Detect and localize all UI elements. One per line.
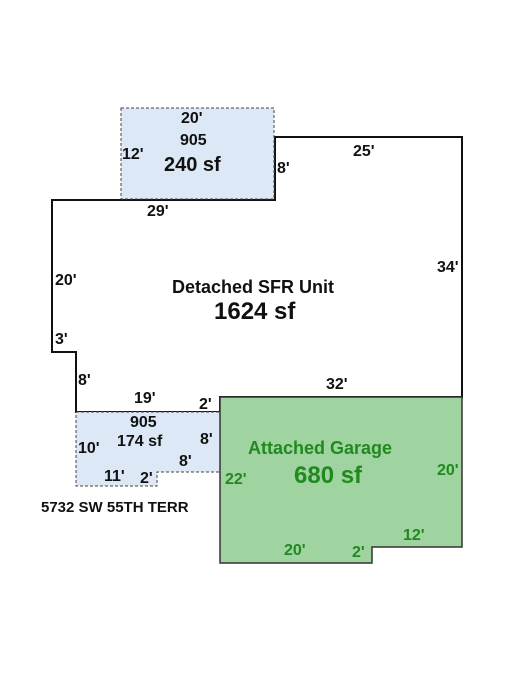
main-dim-left-jog: 3' (55, 331, 68, 348)
garage-dim-bottom: 20' (284, 542, 306, 559)
top-area-dim-top: 20' (181, 110, 203, 127)
bottom-area-box (75, 411, 221, 487)
garage-dim-bottom-right: 12' (403, 527, 425, 544)
main-dim-left-upper: 20' (55, 272, 77, 289)
main-unit-area: 1624 sf (214, 298, 296, 325)
top-area-box (120, 107, 275, 200)
main-dim-top-right: 25' (353, 143, 375, 160)
property-address: 5732 SW 55TH TERR (41, 499, 189, 516)
top-area-dim-right: 8' (277, 160, 290, 177)
main-dim-right: 34' (437, 259, 459, 276)
garage-title: Attached Garage (248, 438, 393, 458)
main-dim-bottom-left: 19' (134, 390, 156, 407)
bottom-area-dim-bottom: 11' (104, 468, 125, 485)
main-dim-bottom-right: 32' (326, 376, 348, 393)
garage-box (219, 396, 463, 564)
top-area-code: 905 (180, 132, 207, 149)
main-unit-title: Detached SFR Unit (172, 277, 335, 297)
top-area-size: 240 sf (164, 154, 221, 176)
bottom-area-dim-right-upper: 8' (200, 431, 213, 448)
bottom-area-dim-notch: 2' (140, 470, 153, 487)
garage-dim-right: 20' (437, 462, 459, 479)
bottom-area-code: 905 (130, 414, 157, 431)
bottom-area-dim-left: 10' (78, 440, 100, 457)
garage-dim-notch: 2' (352, 544, 365, 561)
main-dim-bottom-step: 2' (199, 396, 212, 413)
garage-area: 680 sf (294, 462, 363, 489)
top-area-dim-left: 12' (122, 146, 144, 163)
bottom-area-size: 174 sf (117, 433, 163, 450)
main-dim-left-lower: 8' (78, 372, 91, 389)
main-dim-top-left: 29' (147, 203, 169, 220)
bottom-area-dim-right-lower: 8' (179, 453, 192, 470)
garage-dim-left: 22' (225, 471, 247, 488)
